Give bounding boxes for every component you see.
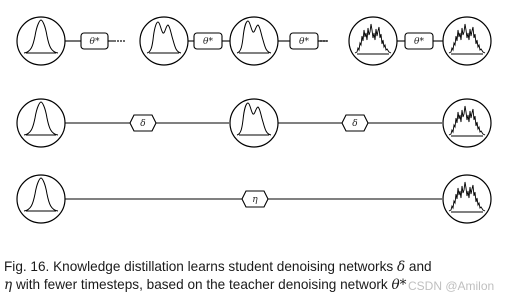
eta-label: η <box>252 195 258 205</box>
distillation-diagram: θ* θ* θ* θ* δ δ η <box>16 16 492 224</box>
operator-labels: θ* θ* θ* θ* δ δ η <box>90 37 425 205</box>
teacher-label-4: θ* <box>414 37 424 47</box>
teacher-box-2 <box>193 32 223 50</box>
teacher-box-4 <box>404 32 434 50</box>
row1-node-2-bimodal <box>139 16 189 66</box>
watermark-text: CSDN @Amilon <box>408 279 495 293</box>
delta-hexagon-1 <box>129 114 157 132</box>
row2-node-2-bimodal <box>229 98 279 148</box>
row2-node-1-gaussian <box>16 98 66 148</box>
caption-delta: δ <box>396 259 406 275</box>
caption-text-3: with fewer timesteps, based on the teach… <box>15 277 388 292</box>
eta-hexagon <box>241 190 269 208</box>
row1-node-3-bimodal <box>229 16 279 66</box>
caption-eta: η <box>4 277 13 293</box>
caption-line-1: Fig. 16. Knowledge distillation learns s… <box>4 258 510 276</box>
delta-hexagon-2 <box>341 114 369 132</box>
caption-theta: θ* <box>391 277 407 293</box>
operator-boxes <box>80 32 434 208</box>
row2-node-3-noisy <box>442 98 492 148</box>
teacher-label-1: θ* <box>90 37 100 47</box>
row1-node-4-noisy <box>348 16 398 66</box>
row1-node-1-gaussian <box>16 16 66 66</box>
delta-label-2: δ <box>352 119 357 129</box>
teacher-label-2: θ* <box>203 37 213 47</box>
figure-caption: Fig. 16. Knowledge distillation learns s… <box>4 258 510 294</box>
teacher-box-1 <box>80 32 109 50</box>
row3-node-2-noisy <box>442 174 492 224</box>
teacher-label-3: θ* <box>299 37 309 47</box>
state-nodes <box>16 16 492 224</box>
row3-node-1-gaussian <box>16 174 66 224</box>
row1-node-5-noisy <box>442 16 492 66</box>
caption-text-1: Fig. 16. Knowledge distillation learns s… <box>4 259 394 274</box>
caption-line-2: η with fewer timesteps, based on the tea… <box>4 276 510 294</box>
caption-text-2: and <box>408 259 432 274</box>
teacher-box-3 <box>289 32 319 50</box>
connector-lines <box>65 40 443 200</box>
ellipsis-dots <box>117 40 328 42</box>
delta-label-1: δ <box>140 119 145 129</box>
